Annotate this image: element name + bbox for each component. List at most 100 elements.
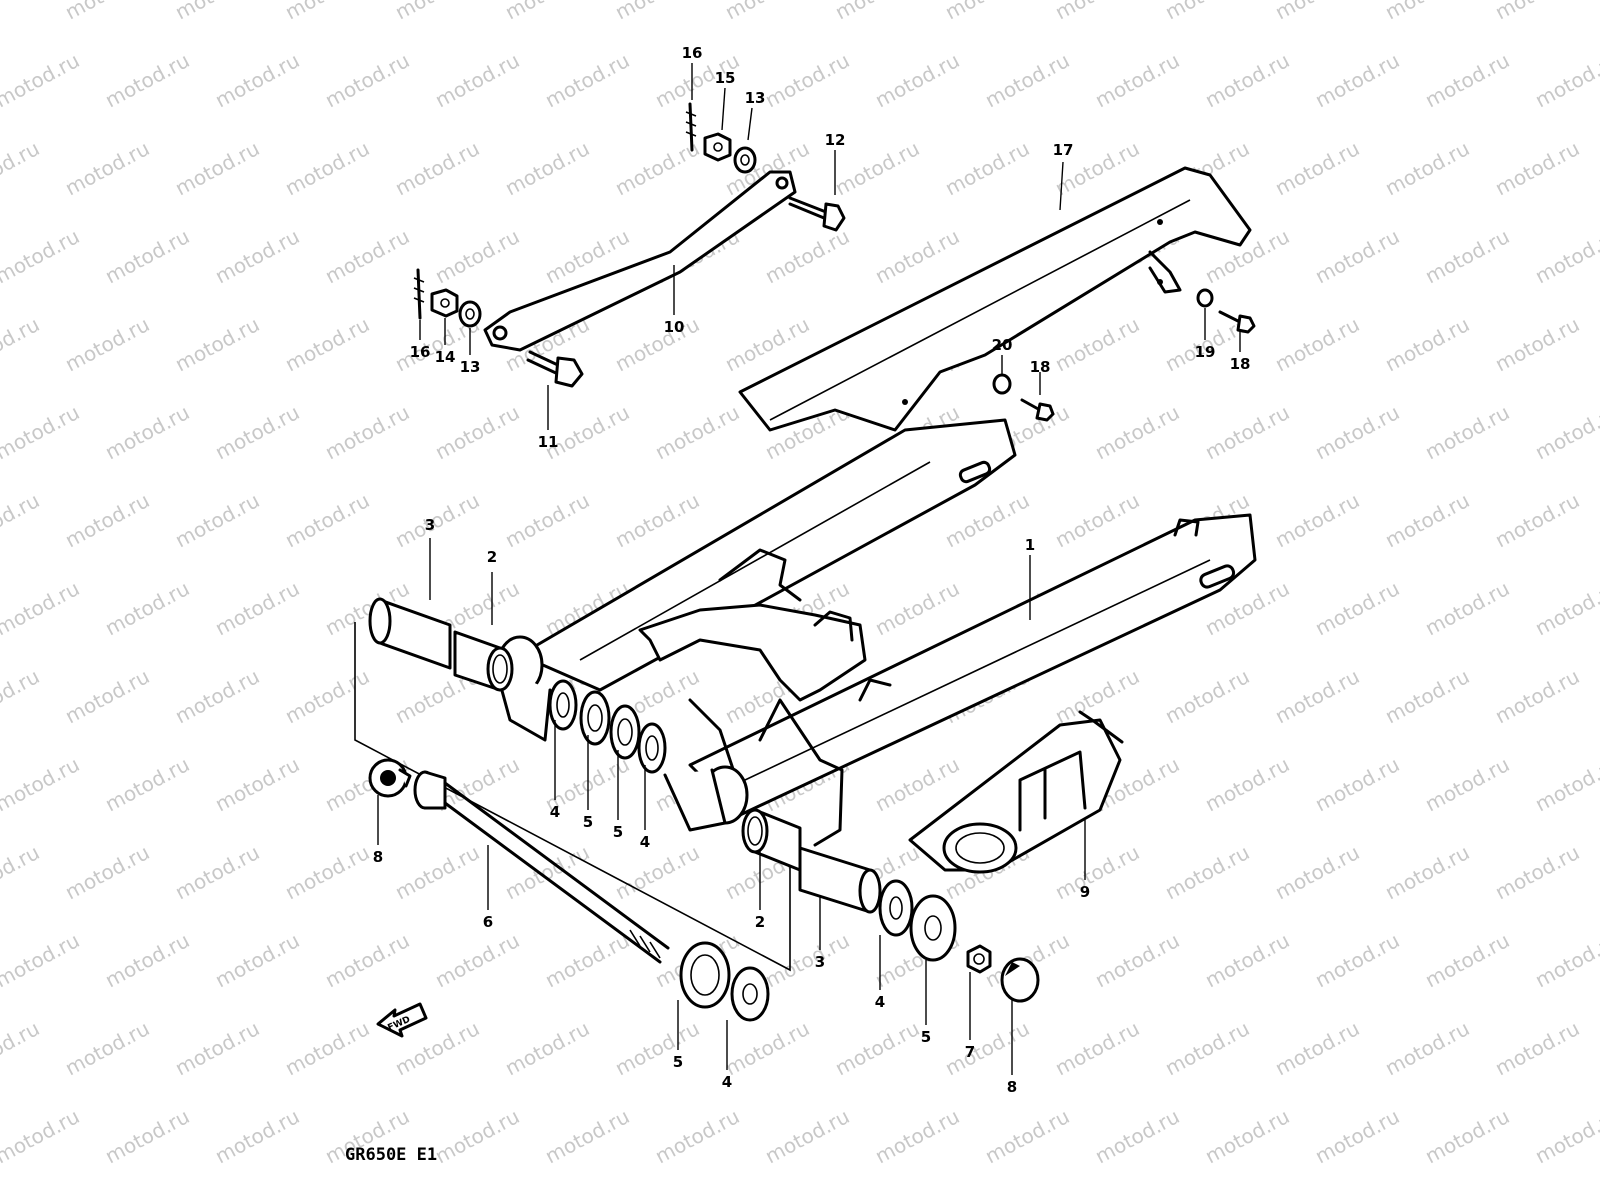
watermark-text: motod.ru [211, 224, 303, 288]
watermark-text: motod.ru [1531, 928, 1600, 992]
watermark-text: motod.ru [611, 840, 703, 904]
watermark-text: motod.ru [1051, 0, 1143, 24]
watermark-text: motod.ru [1271, 664, 1363, 728]
watermark-text: motod.ru [981, 1104, 1073, 1168]
watermark-text: motod.ru [101, 224, 193, 288]
watermark-text: motod.ru [1311, 224, 1403, 288]
watermark-text: motod.ru [1491, 1192, 1583, 1200]
watermark-text: motod.ru [1051, 1192, 1143, 1200]
watermark-text: motod.ru [1311, 928, 1403, 992]
callout-washer-top: 13 [745, 89, 766, 107]
watermark-text: motod.ru [0, 576, 83, 640]
watermark-text: motod.ru [0, 752, 83, 816]
watermark-text: motod.ru [941, 136, 1033, 200]
washer-bolt-right [1196, 288, 1256, 334]
watermark-text: motod.ru [1531, 576, 1600, 640]
watermark-text: motod.ru [281, 0, 373, 24]
watermark-text: motod.ru [871, 1104, 963, 1168]
watermark-text: motod.ru [1491, 0, 1583, 24]
watermark-text: motod.ru [1201, 48, 1293, 112]
watermark-text: motod.ru [1491, 664, 1583, 728]
watermark-text: motod.ru [1311, 48, 1403, 112]
watermark-text: motod.ru [321, 224, 413, 288]
watermark-text: motod.ru [1161, 1016, 1253, 1080]
watermark-text: motod.ru [211, 928, 303, 992]
chain-case [738, 166, 1252, 432]
watermark-text: motod.ru [501, 1016, 593, 1080]
watermark-text: motod.ru [501, 488, 593, 552]
watermark-text: motod.ru [1161, 664, 1253, 728]
callout-bearing-upper: 2 [487, 548, 497, 566]
callout-bolt-lower: 11 [538, 433, 559, 451]
watermark-text: motod.ru [1161, 840, 1253, 904]
bolt-upper [788, 196, 846, 232]
watermark-text: motod.ru [1271, 0, 1363, 24]
watermark-text: motod.ru [0, 136, 43, 200]
watermark-text: motod.ru [761, 1104, 853, 1168]
watermark-text: motod.ru [1161, 0, 1253, 24]
watermark-text: motod.ru [1491, 840, 1583, 904]
watermark-text: motod.ru [1271, 1016, 1363, 1080]
watermark-text: motod.ru [1311, 400, 1403, 464]
watermark-text: motod.ru [431, 928, 523, 992]
watermark-text: motod.ru [1161, 1192, 1253, 1200]
watermark-text: motod.ru [171, 488, 263, 552]
watermark-text: motod.ru [211, 48, 303, 112]
fwd-arrow: FWD [376, 1002, 428, 1038]
watermark-text: motod.ru [941, 1016, 1033, 1080]
watermark-text: motod.ru [1381, 136, 1473, 200]
callout-pivot-nut: 7 [965, 1043, 975, 1061]
watermark-text: motod.ru [0, 224, 83, 288]
watermark-text: motod.ru [0, 664, 43, 728]
callout-labels: 1 2 2 3 3 4 4 4 4 5 5 5 5 6 7 8 8 9 10 1… [373, 44, 1251, 1096]
callout-nut-top: 15 [715, 69, 736, 87]
watermark-text: motod.ru [171, 0, 263, 24]
watermark-text: motod.ru [171, 312, 263, 376]
callout-seal-b: 5 [613, 823, 623, 841]
watermark-text: motod.ru [1531, 400, 1600, 464]
bearing-upper [453, 630, 514, 692]
watermark-text: motod.ru [391, 488, 483, 552]
callout-bolt-upper: 12 [825, 131, 846, 149]
watermark-text: motod.ru [321, 48, 413, 112]
leader-lines [377, 63, 1241, 1075]
watermark-text: motod.ru [1091, 48, 1183, 112]
watermark-text: motod.ru [61, 312, 153, 376]
watermark-text: motod.ru [0, 1104, 83, 1168]
callout-nut-lower: 14 [435, 348, 456, 366]
spacer-upper [368, 597, 452, 670]
washers-lower-left [679, 941, 770, 1022]
bearing-lower [741, 808, 802, 872]
callout-bearing-lower: 2 [755, 913, 765, 931]
watermark-text: motod.ru [611, 1192, 703, 1200]
watermark-text: motod.ru [1201, 1104, 1293, 1168]
callout-cap-left: 8 [373, 848, 383, 866]
callout-torque-link: 10 [664, 318, 685, 336]
watermark-text: motod.ru [541, 1104, 633, 1168]
watermark-text: motod.ru [1491, 312, 1583, 376]
watermark-text: motod.ru [611, 136, 703, 200]
callout-spacer-lower: 3 [815, 953, 825, 971]
watermark-text: motod.ru [171, 664, 263, 728]
watermark-text: motod.ru [281, 1016, 373, 1080]
watermark-text: motod.ru [1311, 1104, 1403, 1168]
watermark-text: motod.ru [541, 928, 633, 992]
bolt-lower [526, 350, 584, 388]
callout-washer-a: 4 [550, 803, 560, 821]
watermark-text: motod.ru [1271, 136, 1363, 200]
callout-chain-slider: 9 [1080, 883, 1090, 901]
watermark-text: motod.ru [501, 840, 593, 904]
watermark-text: motod.ru [1491, 1016, 1583, 1080]
watermark-text: motod.ru [1311, 576, 1403, 640]
watermark-text: motod.ru [501, 0, 593, 24]
watermark-text: motod.ru [1201, 400, 1293, 464]
watermark-text: motod.ru [281, 312, 373, 376]
watermark-text: motod.ru [1421, 1104, 1513, 1168]
watermark-text: motod.ru [501, 1192, 593, 1200]
watermark-text: motod.ru [431, 48, 523, 112]
spacer-lower [798, 846, 882, 914]
watermark-text: motod.ru [1491, 488, 1583, 552]
watermark-text: motod.ru [281, 1192, 373, 1200]
watermark-text: motod.ru [391, 0, 483, 24]
